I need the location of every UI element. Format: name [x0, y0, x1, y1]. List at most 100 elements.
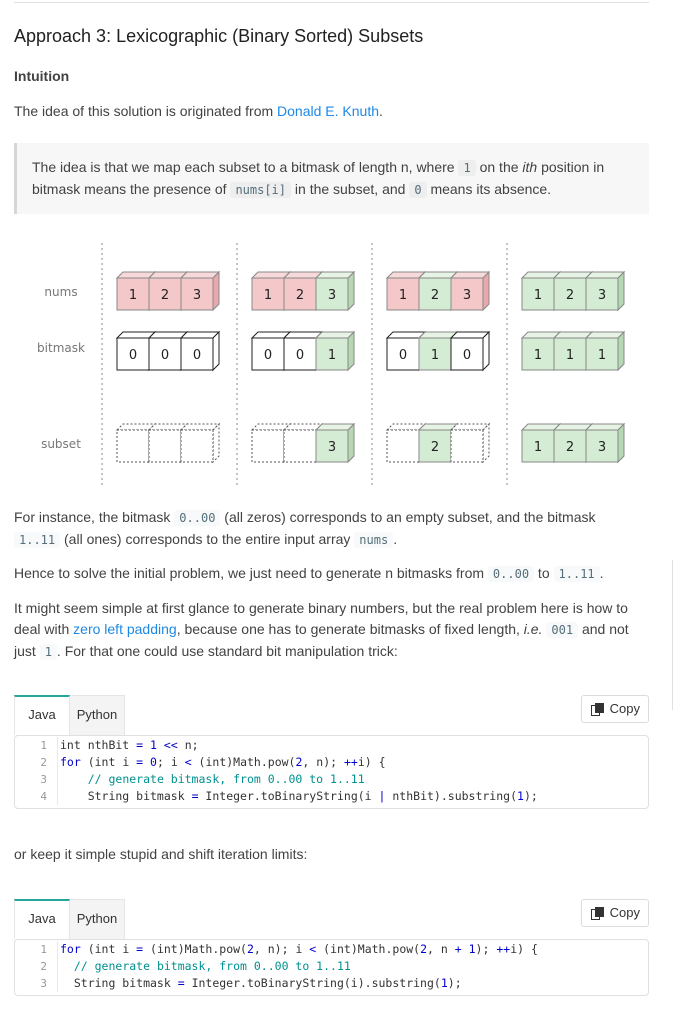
line-number: 3 [15, 771, 58, 788]
cube-side [617, 270, 625, 312]
cube-value: 2 [431, 288, 439, 303]
cube-front [315, 337, 349, 371]
cube-value: 0 [463, 348, 471, 363]
cube-value: 1 [598, 348, 606, 363]
language-tabs: Java Python Copy [14, 899, 649, 939]
copy-button[interactable]: Copy [581, 899, 649, 927]
cube-value: 3 [463, 288, 471, 303]
cube-front [251, 429, 285, 463]
code-text: // generate bitmask, from 0..00 to 1..11 [73, 959, 351, 973]
cube-side [617, 330, 625, 372]
code-text: int nthBit = 1 << n; [60, 738, 199, 752]
tab-java[interactable]: Java [14, 695, 70, 735]
cube-front [521, 337, 555, 371]
tab-python[interactable]: Python [70, 899, 125, 939]
para-text: (all zeros) corresponds to an empty subs… [220, 509, 596, 525]
cube-value: 2 [566, 288, 574, 303]
quote-text: The idea is that we map each subset to a… [32, 159, 459, 175]
section-divider [14, 2, 649, 3]
origin-suffix: . [379, 103, 383, 119]
inline-code: 1 [39, 644, 57, 660]
quote-emphasis: ith [522, 159, 538, 175]
tab-python[interactable]: Python [70, 695, 125, 735]
cube-front [386, 429, 420, 463]
code-line: 4 String bitmask = Integer.toBinaryStrin… [15, 788, 648, 805]
cube-front [521, 277, 555, 311]
cube-side [482, 330, 490, 372]
cube-front [585, 277, 619, 311]
quote-text: means its absence. [426, 181, 552, 197]
cube-side [482, 270, 490, 312]
code-text: // generate bitmask, from 0..00 to 1..11 [87, 772, 365, 786]
approach-heading: Approach 3: Lexicographic (Binary Sorted… [14, 26, 424, 46]
copy-button[interactable]: Copy [581, 695, 649, 723]
inline-code: 0..00 [487, 566, 535, 582]
copy-label: Copy [609, 701, 640, 716]
cube-value: 1 [328, 348, 336, 363]
para-text: . [393, 531, 398, 547]
line-number: 1 [15, 737, 58, 754]
para-text: to [534, 565, 554, 581]
knuth-link[interactable]: Donald E. Knuth [277, 103, 379, 119]
padding-paragraph: It might seem simple at first glance to … [14, 598, 644, 663]
cube-front [553, 337, 587, 371]
line-number: 2 [15, 754, 58, 771]
intuition-label: Intuition [14, 68, 70, 84]
cube-value: 2 [296, 288, 304, 303]
code-line: 3 String bitmask = Integer.toBinaryStrin… [15, 975, 648, 992]
cube-value: 2 [431, 440, 439, 455]
hence-paragraph: Hence to solve the initial problem, we j… [14, 563, 644, 585]
zero-left-padding-link[interactable]: zero left padding [73, 621, 177, 637]
language-tabs: Java Python Copy [14, 695, 649, 735]
inline-code: nums [354, 532, 394, 548]
cube-front [148, 429, 182, 463]
cube-side [347, 270, 355, 312]
cube-side [212, 330, 220, 372]
kiss-paragraph: or keep it simple stupid and shift itera… [14, 846, 308, 862]
cube-value: 3 [598, 288, 606, 303]
inline-code: 1..11 [14, 532, 61, 548]
cube-value: 0 [161, 348, 169, 363]
cube-front [180, 429, 214, 463]
cube-value: 2 [161, 288, 169, 303]
cube-value: 0 [129, 348, 137, 363]
line-number: 1 [15, 941, 58, 958]
cube-value: 1 [264, 288, 272, 303]
tab-java[interactable]: Java [14, 899, 70, 939]
copy-icon [591, 907, 604, 920]
cube-front [315, 429, 349, 463]
quote-text: in the subset, and [291, 181, 410, 197]
cube-front [450, 429, 484, 463]
code-line: 3 // generate bitmask, from 0..00 to 1..… [15, 771, 648, 788]
cube-front [418, 277, 452, 311]
cube-front [386, 277, 420, 311]
row-label: bitmask [37, 341, 85, 355]
cube-side [212, 422, 220, 464]
row-label: subset [41, 437, 81, 451]
cube-front [251, 277, 285, 311]
row-label: nums [44, 285, 77, 299]
quote-text: position in bitmask means the presence o… [32, 159, 605, 197]
cube-front [450, 277, 484, 311]
para-text: . [599, 565, 604, 581]
origin-text: The idea of this solution is originated … [14, 103, 278, 119]
cube-value: 1 [129, 288, 137, 303]
code-text: String bitmask = Integer.toBinaryString(… [60, 976, 462, 990]
cube-front [116, 429, 150, 463]
para-text: For instance, the bitmask [14, 509, 175, 525]
cube-front [315, 277, 349, 311]
code-text: for (int i = 0; i < (int)Math.pow(2, n);… [60, 755, 386, 769]
cube-side [347, 422, 355, 464]
code-text: for (int i = (int)Math.pow(2, n); i < (i… [60, 942, 538, 956]
cube-value: 1 [399, 288, 407, 303]
para-text: , because one has to generate bitmasks o… [176, 621, 524, 637]
cube-value: 1 [534, 288, 542, 303]
cube-side [482, 422, 490, 464]
cube-value: 0 [399, 348, 407, 363]
